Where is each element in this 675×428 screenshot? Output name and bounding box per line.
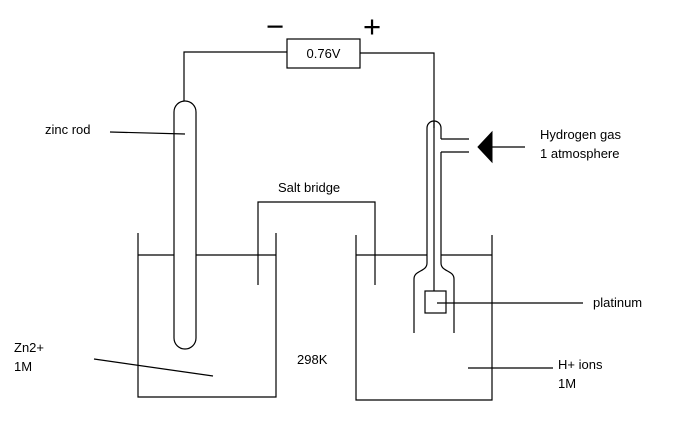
zinc-ion-label: Zn2+ bbox=[14, 340, 44, 355]
hydrogen-gas-label-line1: Hydrogen gas bbox=[540, 127, 621, 142]
voltmeter-box bbox=[286, 38, 361, 69]
hydrogen-gas-label-line2: 1 atmosphere bbox=[540, 146, 620, 161]
zinc-rod-shape bbox=[173, 100, 197, 350]
right-beaker bbox=[355, 235, 493, 401]
left-beaker bbox=[137, 233, 277, 398]
salt-bridge-label: Salt bridge bbox=[278, 180, 341, 195]
hydrogen-gas-label: Hydrogen gas 1 atmosphere bbox=[540, 125, 621, 163]
zn-ions-pointer-line bbox=[93, 358, 214, 377]
zinc-concentration-label: 1M bbox=[14, 359, 33, 374]
positive-terminal-symbol: + bbox=[362, 8, 382, 44]
salt-bridge-shape bbox=[257, 201, 376, 285]
negative-terminal-symbol: − bbox=[265, 8, 285, 44]
zinc-rod-label: zinc rod bbox=[45, 122, 91, 137]
hydrogen-ion-label: H+ ions bbox=[558, 357, 603, 372]
hydrogen-solution-label: H+ ions 1M bbox=[558, 355, 602, 393]
temperature-label: 298K bbox=[297, 352, 328, 367]
hydrogen-tube-left-wall bbox=[413, 128, 428, 333]
hydrogen-inlet-arrow-icon bbox=[477, 130, 493, 164]
hydrogen-tube-right-wall bbox=[440, 128, 455, 333]
left-circuit-wire bbox=[183, 51, 287, 101]
platinum-label: platinum bbox=[593, 295, 643, 310]
platinum-square bbox=[424, 290, 447, 314]
hydrogen-concentration-label: 1M bbox=[558, 376, 577, 391]
hydrogen-side-arm bbox=[441, 138, 469, 153]
zinc-solution-label: Zn2+ 1M bbox=[14, 338, 44, 376]
voltmeter-reading: 0.76V bbox=[306, 46, 341, 61]
right-circuit-wire bbox=[360, 52, 435, 128]
hydrogen-tube-top-arc bbox=[426, 120, 442, 129]
zinc-rod-pointer-line bbox=[109, 131, 186, 135]
